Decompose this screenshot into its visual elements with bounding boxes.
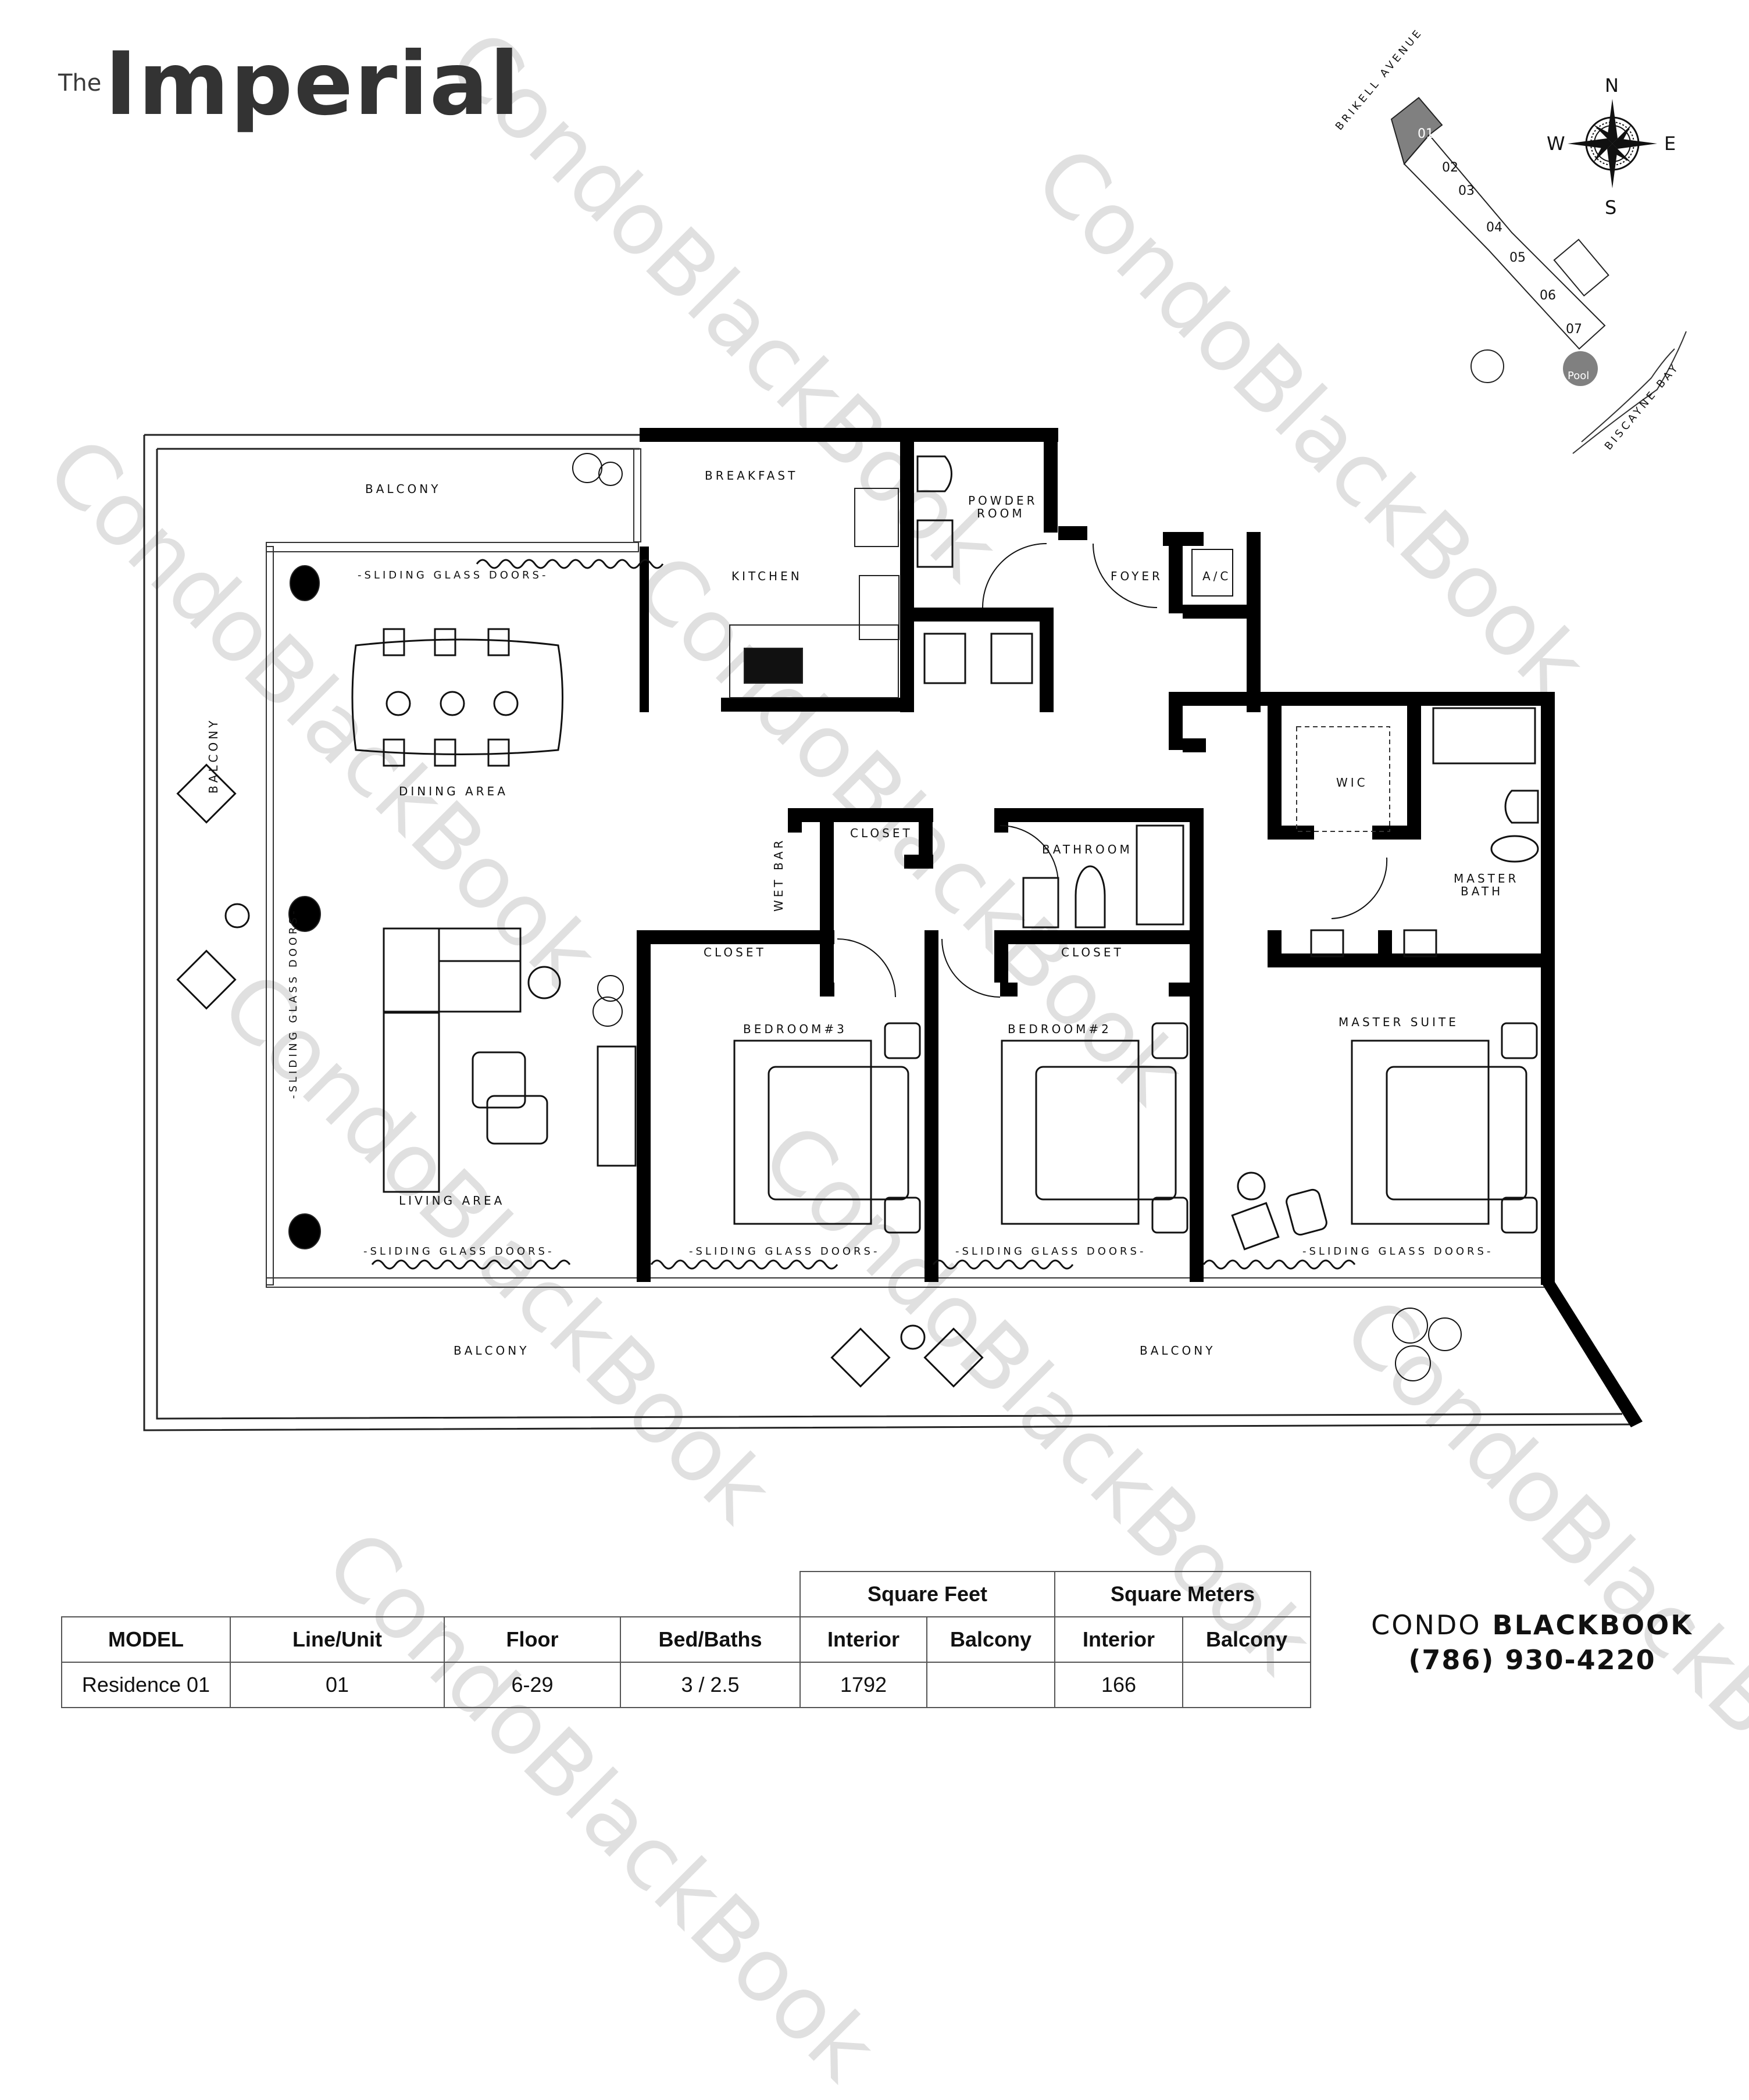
- unit-label-06: 06: [1540, 288, 1556, 303]
- table-row: Residence 01 01 6-29 3 / 2.5 1792 166: [61, 1662, 1311, 1708]
- cell-bed-baths: 3 / 2.5: [620, 1662, 801, 1708]
- label-balcony-left: BALCONY: [206, 718, 220, 794]
- col-header-bed-baths: Bed/Baths: [620, 1616, 801, 1663]
- kitchen-fixtures: [729, 488, 900, 698]
- label-balcony-bottom-right: BALCONY: [1140, 1344, 1215, 1358]
- label-ac: A/C: [1202, 569, 1231, 583]
- col-header-floor: Floor: [444, 1616, 621, 1663]
- unit-label-04: 04: [1486, 220, 1502, 235]
- col-header-model: MODEL: [61, 1616, 231, 1663]
- unit-label-02: 02: [1442, 160, 1458, 175]
- floor-plan: BALCONY BALCONY BALCONY BALCONY BREAKFAS…: [143, 26, 1687, 1431]
- pool-shape: [1563, 351, 1598, 386]
- brand-block: CONDO BLACKBOOK (786) 930-4220: [1332, 1609, 1733, 1676]
- living-furniture: [383, 927, 637, 1193]
- label-sliding-doors-bedroom3: -SLIDING GLASS DOORS-: [689, 1245, 880, 1258]
- logo-title: Imperial: [105, 34, 521, 135]
- balcony-chairs: [176, 763, 984, 1388]
- label-bay: BISCAYNE BAY: [1602, 360, 1682, 452]
- specs-group-header-row: Square Feet Square Meters: [62, 1571, 1311, 1617]
- bathroom-fixtures: [1022, 824, 1184, 928]
- brand-name: CONDO BLACKBOOK: [1332, 1609, 1733, 1641]
- unit-01-highlight: [1390, 97, 1443, 166]
- specs-table: Square Feet Square Meters MODEL Line/Uni…: [61, 1571, 1311, 1708]
- logo-prefix: The: [58, 70, 102, 97]
- col-header-sqft-interior: Interior: [799, 1616, 927, 1663]
- dining-table: [351, 628, 563, 767]
- beds: [733, 1022, 1538, 1251]
- key-plan: BRIKELL AVENUE 01 02 03 04 05 06 07 Pool…: [1333, 26, 1687, 454]
- curtains: [371, 559, 1356, 1270]
- ac-unit: [1191, 549, 1233, 597]
- walls: [637, 428, 1643, 1427]
- cell-sqft-balcony: [926, 1662, 1055, 1708]
- cell-line-unit: 01: [230, 1662, 445, 1708]
- col-header-sqm-balcony: Balcony: [1182, 1616, 1311, 1663]
- label-wet-bar: WET BAR: [772, 838, 786, 912]
- compass-west-label: W: [1547, 133, 1565, 155]
- label-bathroom: BATHROOM: [1042, 842, 1133, 856]
- label-sliding-doors-bedroom2: -SLIDING GLASS DOORS-: [955, 1245, 1146, 1258]
- compass-south-label: S: [1605, 197, 1616, 219]
- cell-sqft-interior: 1792: [799, 1662, 927, 1708]
- door-swings: [837, 543, 1388, 998]
- powder-room-fixtures: [916, 455, 1033, 684]
- pool-label: Pool: [1568, 370, 1589, 382]
- label-breakfast: BREAKFAST: [705, 469, 798, 483]
- group-header-square-feet: Square Feet: [799, 1571, 1055, 1617]
- label-master-suite: MASTER SUITE: [1338, 1015, 1459, 1029]
- label-bedroom2: BEDROOM#2: [1008, 1022, 1112, 1036]
- cell-sqm-balcony: [1182, 1662, 1311, 1708]
- brand-name-bold: BLACKBOOK: [1492, 1609, 1693, 1641]
- cell-sqm-interior: 166: [1054, 1662, 1183, 1708]
- label-sliding-doors-master: -SLIDING GLASS DOORS-: [1302, 1245, 1493, 1258]
- unit-label-03: 03: [1458, 184, 1475, 198]
- col-header-sqft-balcony: Balcony: [926, 1616, 1055, 1663]
- brand-phone[interactable]: (786) 930-4220: [1408, 1644, 1656, 1676]
- label-powder-room: POWDER: [968, 494, 1038, 508]
- compass-rose-icon: [1568, 99, 1657, 188]
- master-bath-fixtures: [1310, 707, 1539, 958]
- label-closet-wetbar: CLOSET: [850, 826, 913, 840]
- brand-name-light: CONDO: [1371, 1609, 1482, 1641]
- cell-floor: 6-29: [444, 1662, 621, 1708]
- compass-north-label: N: [1605, 74, 1619, 97]
- wic-shelving: [1296, 726, 1390, 832]
- label-living-area: LIVING AREA: [399, 1194, 505, 1208]
- cell-model: Residence 01: [61, 1662, 231, 1708]
- label-sliding-doors-living: -SLIDING GLASS DOORS-: [363, 1245, 554, 1258]
- label-closet-bedroom3: CLOSET: [704, 945, 766, 959]
- compass-east-label: E: [1664, 133, 1676, 155]
- label-foyer: FOYER: [1111, 569, 1163, 583]
- label-dining-area: DINING AREA: [399, 784, 508, 798]
- unit-label-05: 05: [1509, 251, 1526, 265]
- specs-header-row: MODEL Line/Unit Floor Bed/Baths Interior…: [61, 1616, 1311, 1663]
- label-bedroom3: BEDROOM#3: [743, 1022, 847, 1036]
- label-kitchen: KITCHEN: [731, 569, 802, 583]
- label-sliding-doors-west: -SLIDING GLASS DOORS-: [287, 908, 299, 1099]
- label-master-bath: MASTER: [1454, 872, 1519, 885]
- unit-label-07: 07: [1566, 322, 1582, 337]
- unit-label-01: 01: [1418, 127, 1434, 141]
- label-balcony-top: BALCONY: [365, 482, 441, 496]
- label-powder-room-2: ROOM: [977, 506, 1025, 520]
- group-header-square-meters: Square Meters: [1054, 1571, 1311, 1617]
- label-closet-bedroom2: CLOSET: [1061, 945, 1124, 959]
- label-sliding-doors-dining: -SLIDING GLASS DOORS-: [358, 569, 548, 581]
- balcony-outline: [143, 434, 1632, 1431]
- label-wic: WIC: [1336, 776, 1368, 790]
- label-master-bath-2: BATH: [1461, 884, 1503, 898]
- plant-icons: [572, 453, 1462, 1381]
- col-header-sqm-interior: Interior: [1054, 1616, 1183, 1663]
- columns: [288, 565, 321, 1249]
- label-balcony-bottom-left: BALCONY: [454, 1344, 529, 1358]
- col-header-line-unit: Line/Unit: [230, 1616, 445, 1663]
